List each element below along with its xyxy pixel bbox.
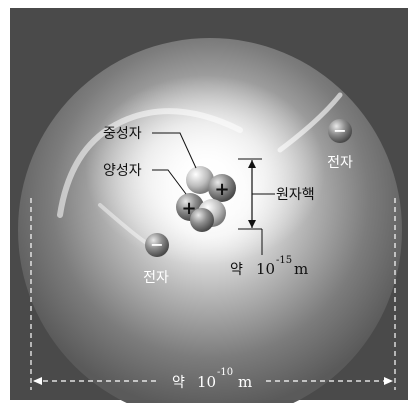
proton-sign-right: + — [214, 179, 229, 200]
nucleus: + + — [176, 166, 236, 232]
nucleus-size-prefix: 약 — [230, 262, 243, 278]
electron-trail-right — [277, 92, 343, 153]
proton-leader-line — [152, 169, 187, 195]
electron-label-left: 전자 — [143, 270, 169, 286]
atom-size-label: 약 10 -10 m — [172, 367, 252, 391]
neutron-leader-line — [152, 132, 197, 169]
particle-bottom — [190, 208, 214, 232]
nucleus-size-dimension — [238, 158, 275, 255]
nucleus-size-base: 10 — [256, 260, 275, 278]
electron-trail-left — [57, 108, 243, 218]
atom-size-prefix: 약 — [172, 375, 185, 391]
electron-right: − — [328, 119, 352, 143]
nucleus-size-exponent: -15 — [276, 255, 292, 266]
electron-sign-right: − — [333, 121, 346, 140]
atom-size-dimension — [30, 198, 396, 390]
atom-size-base: 10 — [197, 373, 216, 391]
atom-size-unit: m — [238, 373, 252, 391]
electron-label-right: 전자 — [327, 155, 353, 171]
proton-label: 양성자 — [103, 163, 142, 179]
proton-sign-left: + — [181, 198, 196, 219]
nucleus-label: 원자핵 — [276, 187, 315, 203]
neutron-label: 중성자 — [103, 126, 142, 142]
proton-particle-right — [208, 174, 236, 202]
electron-sign-left: − — [150, 235, 163, 254]
electron-left: − — [145, 233, 169, 257]
atom-size-exponent: -10 — [217, 367, 233, 378]
neutron-particle — [186, 166, 214, 194]
nucleus-size-label: 약 10 -15 m — [230, 255, 308, 278]
nucleus-size-unit: m — [294, 260, 308, 278]
